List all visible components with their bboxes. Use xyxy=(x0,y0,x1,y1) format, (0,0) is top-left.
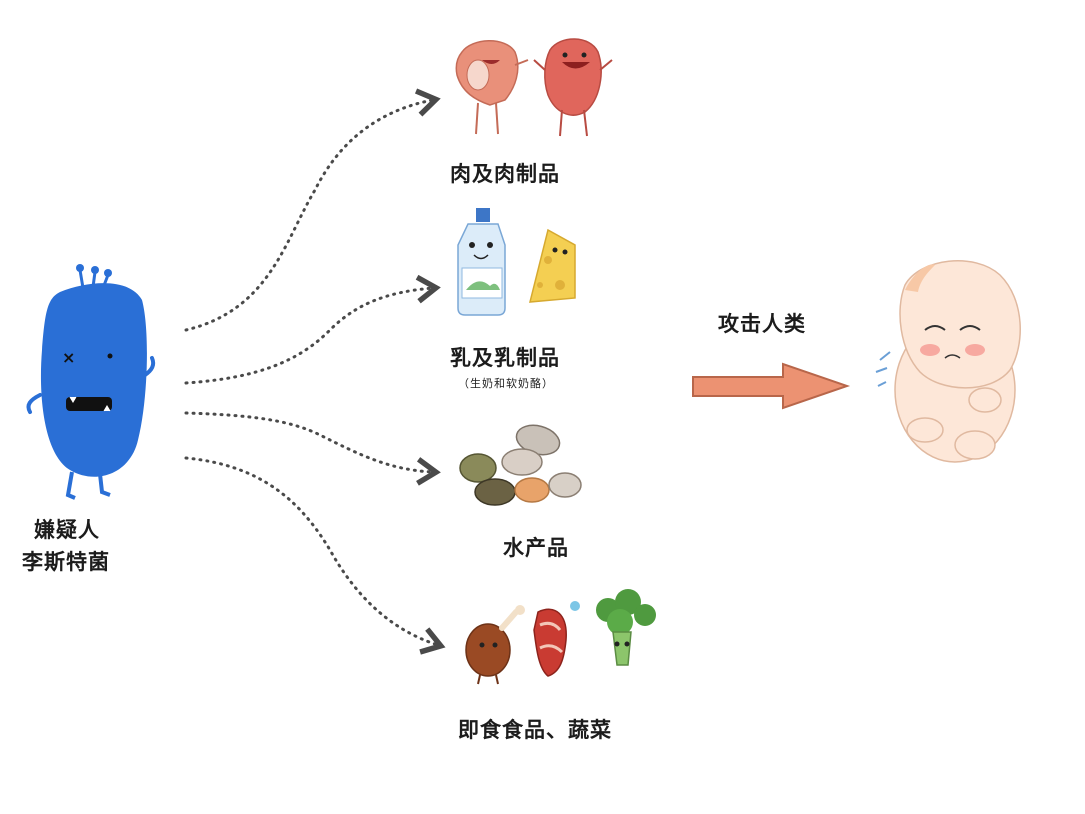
broccoli-icon xyxy=(596,589,656,666)
cheese-icon xyxy=(529,228,576,303)
arrow-to-ready xyxy=(184,456,446,655)
aquatic-label: 水产品 xyxy=(503,536,569,560)
crying-baby-icon xyxy=(875,260,1021,463)
arrow-to-meat xyxy=(184,88,441,332)
bacon-icon xyxy=(533,601,580,677)
dairy-label: 乳及乳制品 xyxy=(450,346,560,370)
milk-bottle-icon xyxy=(457,208,506,316)
meat-label: 肉及肉制品 xyxy=(450,162,560,186)
bacterium-icon: × xyxy=(26,264,156,500)
bacterium-label-line2: 李斯特菌 xyxy=(22,550,110,574)
attack-arrow xyxy=(692,362,851,410)
attack-label: 攻击人类 xyxy=(718,312,806,336)
meat-character-icon xyxy=(533,38,613,137)
bacterium-label-line1: 嫌疑人 xyxy=(34,518,100,542)
svg-text:×: × xyxy=(62,348,75,367)
clam-shells-icon xyxy=(459,424,582,506)
steak-character-icon xyxy=(455,40,529,135)
dairy-sublabel: （生奶和软奶酪） xyxy=(458,377,554,390)
ready-to-eat-label: 即食食品、蔬菜 xyxy=(458,718,612,742)
drumstick-icon xyxy=(465,605,525,685)
arrow-to-dairy xyxy=(184,274,441,385)
arrow-to-aquatic xyxy=(184,411,441,486)
